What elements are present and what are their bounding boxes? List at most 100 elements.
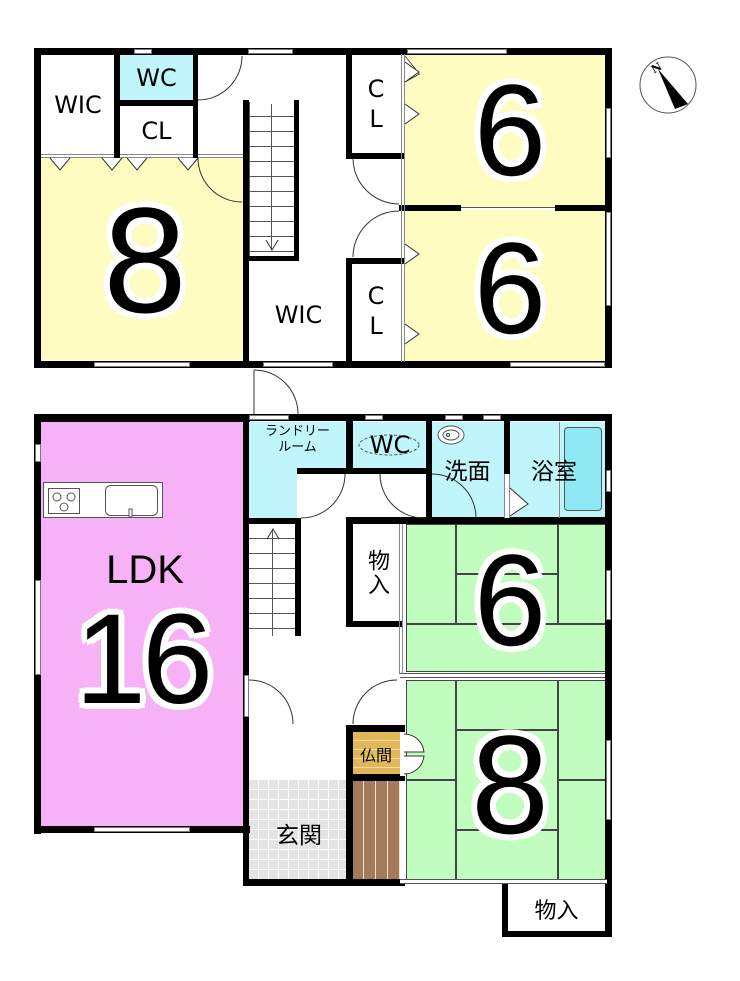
room-label-bathroom: 浴室	[531, 459, 577, 485]
stairs-center-line	[271, 104, 272, 250]
wall	[295, 518, 301, 636]
north-arrow-icon: N	[639, 56, 697, 114]
wall	[346, 621, 402, 627]
wall	[243, 414, 249, 886]
room-size-japanese-8: 8	[471, 706, 549, 863]
tatami-mat	[406, 524, 456, 624]
storage-bottom-room	[508, 886, 605, 931]
washroom-divider	[504, 474, 510, 518]
stairs-center-line	[272, 530, 273, 636]
window	[606, 470, 611, 492]
wall	[346, 517, 353, 627]
window	[134, 49, 152, 54]
wall	[346, 258, 405, 264]
wic-left-room	[40, 54, 117, 154]
room-label-wc: WC	[136, 64, 177, 92]
wall	[346, 258, 352, 368]
storage-bottom-wall	[502, 879, 508, 937]
room-label-cl-bottom: CL	[362, 282, 390, 342]
wall	[243, 100, 249, 368]
window	[445, 415, 463, 420]
sink-icon	[105, 485, 158, 518]
room-size-japanese-6: 6	[473, 527, 547, 673]
entrance-room	[249, 780, 346, 880]
washbasin-icon	[437, 425, 465, 445]
wall	[346, 153, 405, 159]
wall	[297, 468, 427, 474]
window	[94, 362, 190, 367]
room-label-entrance: 玄関	[276, 823, 322, 849]
tatami-mat	[456, 574, 558, 624]
window	[244, 675, 249, 717]
butsuma-door-area	[400, 732, 406, 776]
door-swing	[248, 679, 294, 725]
door-swing	[197, 55, 243, 101]
room-label-ldk: LDK	[106, 547, 184, 592]
western-6-bottom-room	[405, 210, 608, 362]
wic-center-room	[250, 262, 347, 362]
ground-wall-right	[605, 414, 612, 880]
wall-line	[400, 879, 607, 884]
storage-center-room	[353, 524, 399, 621]
window	[94, 827, 190, 832]
window	[35, 580, 41, 675]
window	[365, 415, 383, 420]
window	[606, 570, 611, 620]
laundry-room-top	[249, 422, 346, 468]
wall	[243, 879, 405, 886]
window	[263, 362, 333, 367]
storage-bottom-wall	[502, 931, 612, 937]
door-swing	[352, 210, 400, 258]
window	[35, 444, 41, 462]
tatami-mat	[456, 524, 558, 574]
wall	[399, 205, 461, 211]
ldk-wall-top	[34, 414, 250, 422]
japanese-6-room	[406, 524, 607, 672]
room-label-butsuma: 仏間	[359, 746, 392, 765]
door-swing	[379, 473, 425, 519]
door-swing	[300, 473, 346, 519]
tokonoma	[352, 781, 400, 879]
laundry-line2: ルーム	[278, 440, 317, 455]
butsuma-doors	[403, 733, 425, 775]
upper-floor: WIC WC CL 8 WIC CL CL 6 6	[0, 0, 740, 370]
room-label-storage-center: 物入	[364, 549, 389, 597]
wall	[346, 725, 353, 886]
window	[510, 362, 605, 367]
western-8-room	[40, 158, 243, 360]
room-label-storage-bottom: 物入	[534, 898, 579, 924]
wall	[504, 414, 510, 474]
wall	[294, 100, 299, 260]
room-size-western-6-bottom: 6	[473, 215, 547, 361]
window	[606, 108, 611, 158]
door-swing	[352, 679, 398, 725]
door-swing	[431, 473, 477, 519]
door-swing	[197, 157, 243, 203]
window	[606, 740, 611, 820]
wall	[243, 518, 301, 524]
room-label-washroom: 洗面	[444, 459, 491, 485]
door-swing	[253, 369, 299, 415]
ground-floor: LDK 16 ランドリー ルーム WC 洗面 浴室 物入 6 仏間 8 玄関 物…	[0, 369, 740, 981]
bath-divider	[559, 422, 560, 518]
wall	[346, 414, 353, 470]
tatami-mat	[456, 730, 558, 830]
bathtub	[564, 427, 602, 511]
upper-wall-left	[34, 48, 41, 368]
wall	[114, 100, 198, 106]
window	[249, 415, 289, 420]
upper-wall-top	[34, 48, 612, 55]
wc-upper-room	[120, 54, 193, 100]
arrow-down-icon	[265, 239, 279, 251]
storage-bottom-wall	[605, 879, 612, 937]
room-label-cl: CL	[141, 117, 172, 145]
room-label-cl-top: CL	[362, 75, 390, 135]
butsuma-room	[352, 732, 400, 776]
closet-divider	[40, 154, 243, 158]
stove-icon	[48, 488, 80, 514]
folding-door	[509, 487, 529, 517]
western-6-top-room	[405, 54, 608, 208]
room-size-western-6-top: 6	[473, 57, 547, 203]
wall	[346, 774, 405, 781]
wc-lower-room	[353, 422, 427, 468]
